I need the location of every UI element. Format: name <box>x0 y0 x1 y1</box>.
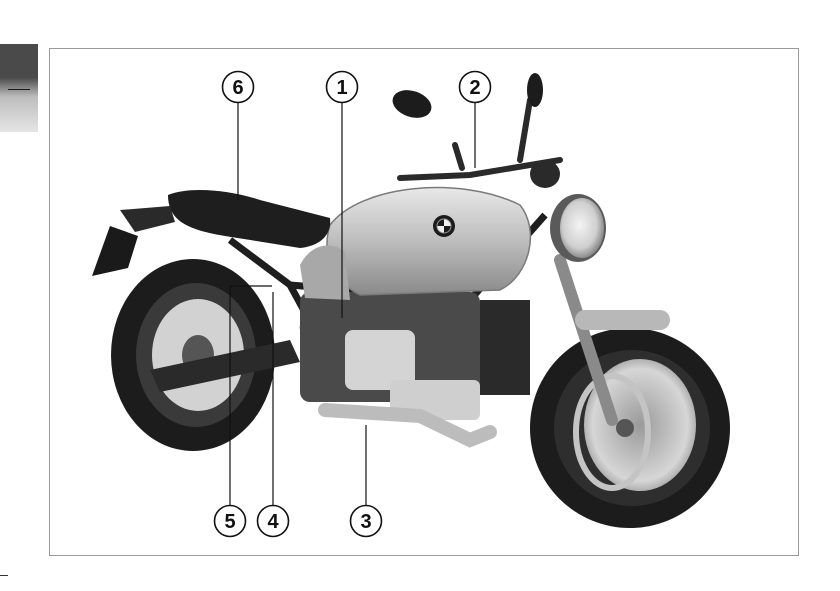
fuel-tank <box>327 188 530 295</box>
callout-6-label: 6 <box>232 77 243 99</box>
front-fender <box>575 310 670 330</box>
callout-1: 1 <box>327 72 358 103</box>
right-mirror <box>527 73 543 107</box>
front-wheel <box>530 328 730 528</box>
callout-1-label: 1 <box>336 77 347 99</box>
seat <box>168 190 330 248</box>
callout-6: 6 <box>223 72 254 103</box>
license-plate <box>92 226 138 276</box>
engine <box>300 292 530 420</box>
callout-2: 2 <box>460 72 491 103</box>
bmw-logo <box>433 215 455 237</box>
headlamp <box>550 194 606 262</box>
callout-3-label: 3 <box>360 511 371 533</box>
left-mirror <box>389 85 435 122</box>
callout-3: 3 <box>351 506 382 537</box>
tail-section <box>120 206 175 232</box>
callout-2-label: 2 <box>469 77 480 99</box>
callout-5: 5 <box>215 506 246 537</box>
callout-4-label: 4 <box>267 511 279 533</box>
callout-4: 4 <box>258 506 289 537</box>
callout-5-label: 5 <box>224 511 235 533</box>
